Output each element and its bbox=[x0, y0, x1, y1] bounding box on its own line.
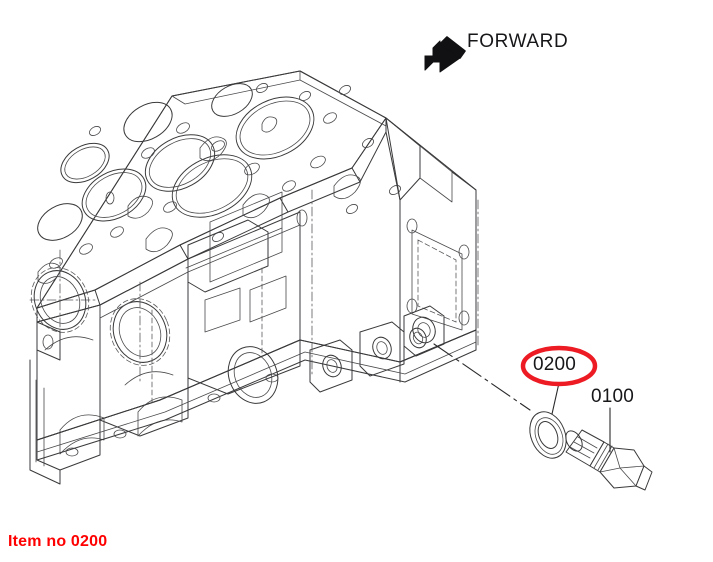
highlight-ellipse-0200 bbox=[520, 345, 598, 387]
callout-label-0100: 0100 bbox=[591, 386, 635, 407]
item-caption: Item no 0200 bbox=[8, 533, 108, 550]
forward-arrow-icon bbox=[424, 36, 466, 73]
callout-label-0200: 0200 bbox=[533, 354, 577, 375]
forward-direction-label: FORWARD bbox=[467, 31, 569, 52]
part-0100-sensor bbox=[565, 429, 653, 491]
leader-line-0200 bbox=[551, 382, 560, 415]
part-0200-washer bbox=[529, 411, 567, 459]
leader-line-block-to-part bbox=[433, 343, 531, 411]
